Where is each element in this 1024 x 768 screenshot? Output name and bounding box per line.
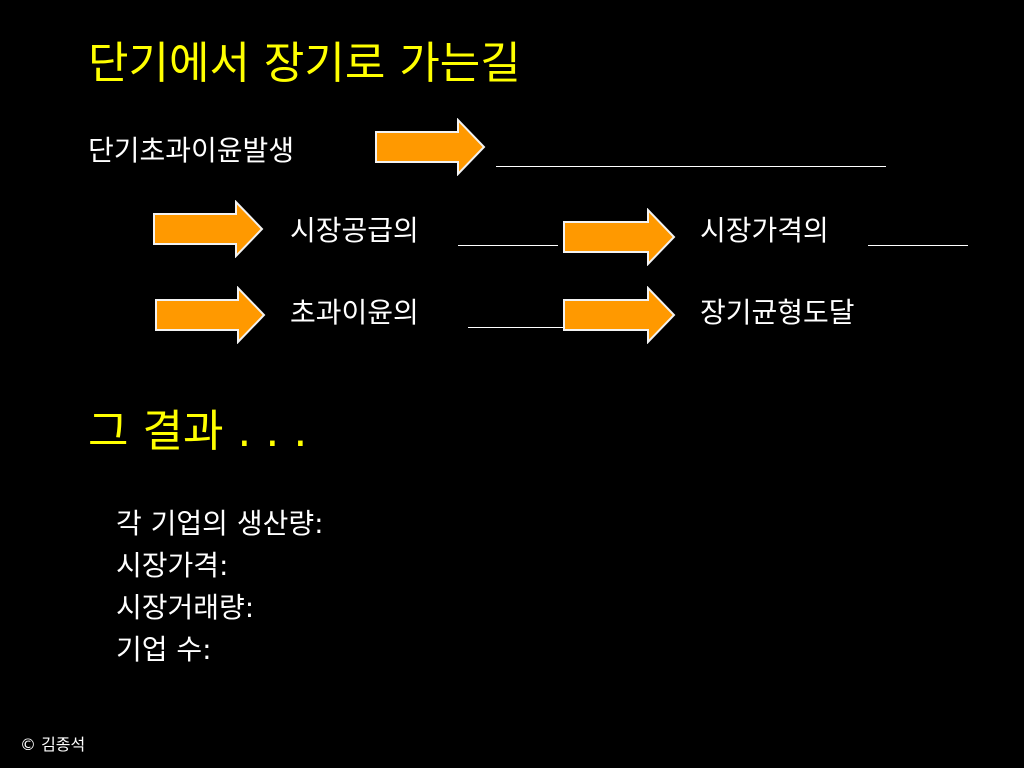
answer-blank-line <box>468 327 568 328</box>
step-price-label: 시장가격의 <box>700 214 829 247</box>
right-arrow-icon <box>563 208 676 266</box>
result-item-price: 시장가격: <box>116 549 229 582</box>
answer-blank-line <box>496 166 886 167</box>
slide-title: 단기에서 장기로 가는길 <box>88 38 521 89</box>
answer-blank-line <box>868 245 968 246</box>
right-arrow-icon <box>153 200 264 258</box>
result-item-firms: 기업 수: <box>116 633 212 666</box>
right-arrow-icon <box>155 286 266 344</box>
right-arrow-icon <box>375 118 486 176</box>
answer-blank-line <box>458 245 558 246</box>
step-supply-label: 시장공급의 <box>290 214 419 247</box>
result-heading: 그 결과 . . . <box>88 406 308 457</box>
right-arrow-icon <box>563 286 676 344</box>
copyright-footer: © 김종석 <box>20 735 86 754</box>
step-profit-label: 초과이윤의 <box>290 296 419 329</box>
step-equilibrium-label: 장기균형도달 <box>700 296 855 329</box>
result-list: 각 기업의 생산량: 시장가격: 시장거래량: 기업 수: <box>116 503 324 671</box>
result-item-output: 각 기업의 생산량: <box>116 507 324 540</box>
step-start-label: 단기초과이윤발생 <box>88 134 295 167</box>
result-item-volume: 시장거래량: <box>116 591 255 624</box>
